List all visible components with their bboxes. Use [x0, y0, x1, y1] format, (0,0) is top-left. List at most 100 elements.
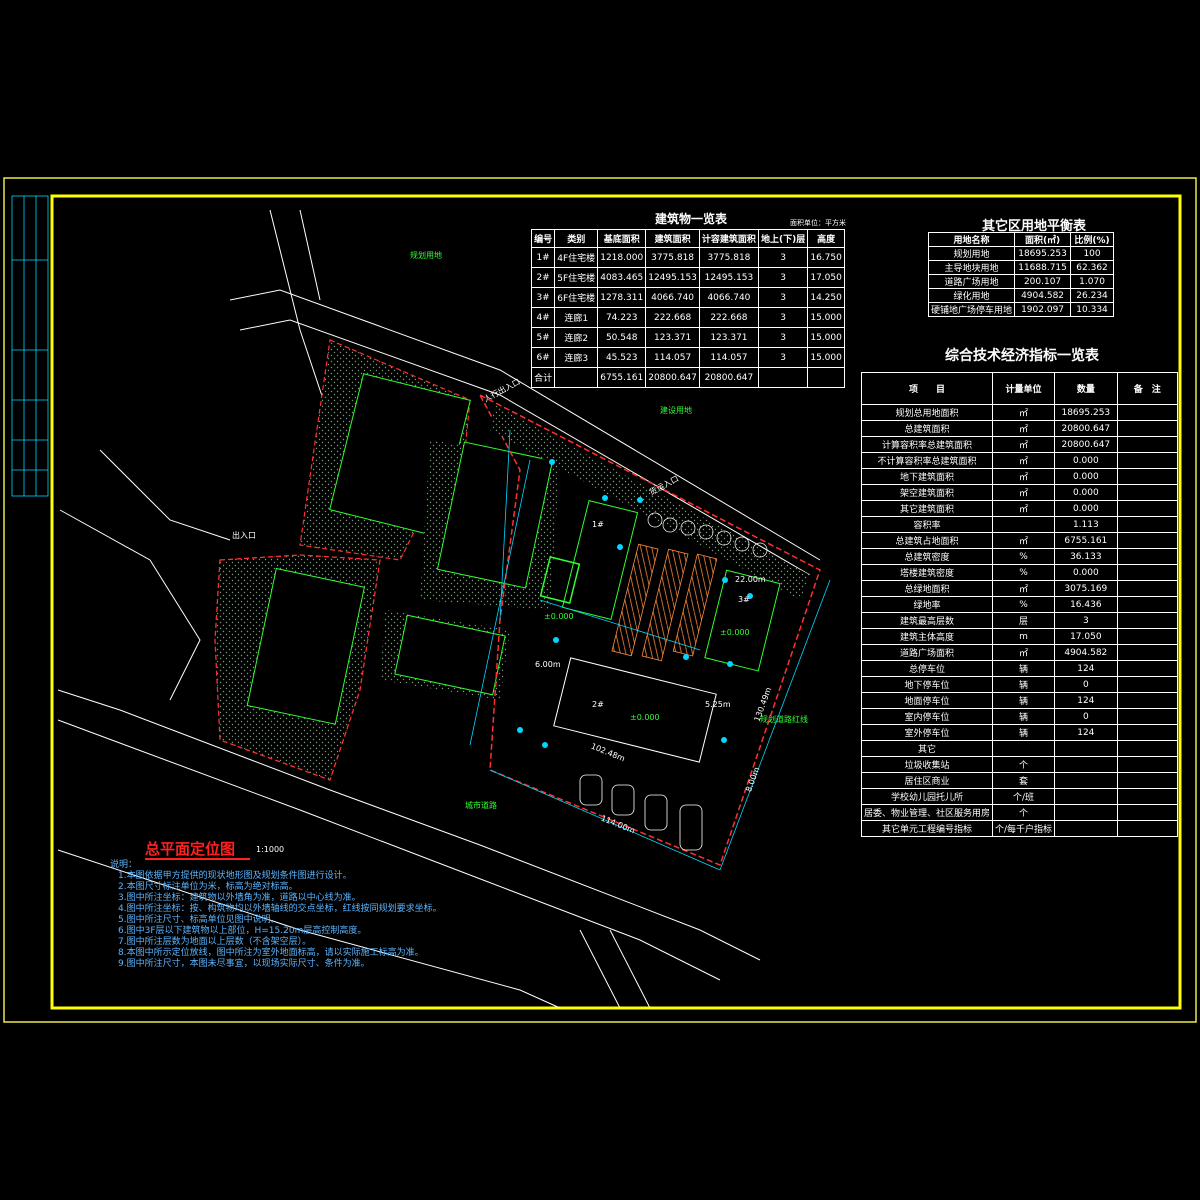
- index-table-cell: [1116, 756, 1179, 773]
- index-table-cell: [1116, 660, 1179, 677]
- index-table-cell: 0.000: [1054, 500, 1118, 517]
- index-table-row: 绿地率%16.436: [860, 596, 1179, 613]
- index-table-cell: ㎡: [992, 452, 1056, 469]
- building-left: [246, 567, 365, 725]
- index-table-cell: 个/班: [992, 788, 1056, 805]
- index-table-cell: 0.000: [1054, 468, 1118, 485]
- index-table-cell: 20800.647: [1054, 436, 1118, 453]
- index-table-cell: 其它建筑面积: [860, 500, 994, 517]
- index-table-cell: [1116, 452, 1179, 469]
- building-table-cell: 4#: [530, 307, 556, 328]
- index-table-cell: [1116, 516, 1179, 533]
- index-table-cell: [1116, 740, 1179, 757]
- note-item: 6.图中3F层以下建筑物以上部位，H=15.20m层高控制高度。: [118, 926, 367, 936]
- land-table-header-cell: 比例(%): [1070, 232, 1114, 247]
- index-table-cell: [1116, 404, 1179, 421]
- label-bldg-1: 1#: [592, 520, 604, 529]
- building-table-cell: 1218.000: [597, 247, 647, 268]
- index-table-cell: [1116, 596, 1179, 613]
- building-table-cell: 连廊3: [554, 347, 599, 368]
- index-table-cell: m: [992, 628, 1056, 645]
- index-table-cell: 0: [1054, 676, 1118, 693]
- index-table-cell: 0.000: [1054, 452, 1118, 469]
- land-table-cell: 4904.582: [1014, 288, 1072, 303]
- building-table-cell: 1#: [530, 247, 556, 268]
- building-table-cell: 3775.818: [698, 247, 759, 268]
- note-item: 8.本图中所示定位放线，图中所注为室外地面标高，请以实际施工标高为准。: [118, 948, 424, 958]
- index-table-cell: 规划总用地面积: [860, 404, 994, 421]
- index-table-cell: 居委、物业管理、社区服务用房: [860, 804, 994, 821]
- building-table-header-cell: 地上(下)层: [757, 229, 809, 248]
- index-table-cell: 0.000: [1054, 484, 1118, 501]
- index-table-cell: [1116, 484, 1179, 501]
- index-table-cell: ㎡: [992, 484, 1056, 501]
- building-1: [561, 499, 639, 621]
- building-table-cell: 6#: [530, 347, 556, 368]
- index-table-row: 其它单元工程编号指标个/每千户指标: [860, 820, 1179, 837]
- building-table-cell: 12495.153: [698, 267, 759, 288]
- building-table-cell: 6755.161: [597, 367, 647, 388]
- index-table-cell: 套: [992, 772, 1056, 789]
- label-entrance-side: 出入口: [232, 531, 256, 540]
- index-table-cell: [1116, 644, 1179, 661]
- label-bldg-2: 2#: [592, 700, 604, 709]
- building-table-header-cell: 计容建筑面积: [698, 229, 759, 248]
- building-table-cell: 45.523: [597, 347, 647, 368]
- index-table-cell: [1116, 500, 1179, 517]
- index-table-cell: 其它单元工程编号指标: [860, 820, 994, 837]
- parking-rows: [611, 543, 718, 662]
- index-table-cell: [992, 740, 1056, 757]
- building-table-cell: 6F住宅楼: [554, 287, 599, 308]
- trees: [647, 512, 768, 558]
- index-table-cell: 总建筑面积: [860, 420, 994, 437]
- index-table-cell: [1116, 532, 1179, 549]
- index-table-cell: 学校幼儿园托儿所: [860, 788, 994, 805]
- dimension-lines: [469, 429, 831, 871]
- index-table-cell: 16.436: [1054, 596, 1118, 613]
- index-table-cell: 总建筑占地面积: [860, 532, 994, 549]
- building-table-cell: 114.057: [698, 347, 759, 368]
- index-table-cell: [1116, 676, 1179, 693]
- index-table-cell: 不计算容积率总建筑面积: [860, 452, 994, 469]
- index-table-cell: ㎡: [992, 436, 1056, 453]
- index-table-cell: 建筑最高层数: [860, 612, 994, 629]
- land-table-cell: 硬铺地广场停车用地: [927, 302, 1016, 317]
- index-table-cell: 计算容积率总建筑面积: [860, 436, 994, 453]
- index-table-cell: 个: [992, 756, 1056, 773]
- site-landscape-strip: [490, 405, 810, 600]
- index-table-cell: 室外停车位: [860, 724, 994, 741]
- index-table-row: 其它: [860, 740, 1179, 757]
- building-table-header-row: 编号类别基底面积建筑面积计容建筑面积地上(下)层高度: [530, 229, 845, 248]
- index-table-cell: [1116, 708, 1179, 725]
- index-table-cell: 垃圾收集站: [860, 756, 994, 773]
- index-table-cell: [1116, 772, 1179, 789]
- land-table-header-row: 用地名称面积(㎡)比例(%): [927, 232, 1114, 247]
- land-table-cell: 绿化用地: [927, 288, 1016, 303]
- index-table-cell: %: [992, 596, 1056, 613]
- building-table-cell: 123.371: [698, 327, 759, 348]
- building-table-cell: 连廊2: [554, 327, 599, 348]
- land-table-cell: 10.334: [1070, 302, 1114, 317]
- label-dim-5: 6.00m: [535, 660, 561, 669]
- index-table-cell: [1054, 740, 1118, 757]
- building-table-cell: 114.057: [645, 347, 700, 368]
- building-table-cell: 14.250: [807, 287, 845, 308]
- building-lower: [394, 614, 506, 696]
- index-table-cell: 地下停车位: [860, 676, 994, 693]
- index-table-cell: 辆: [992, 708, 1056, 725]
- building-table-header-cell: 高度: [807, 229, 845, 248]
- building-table-cell: 3: [757, 307, 809, 328]
